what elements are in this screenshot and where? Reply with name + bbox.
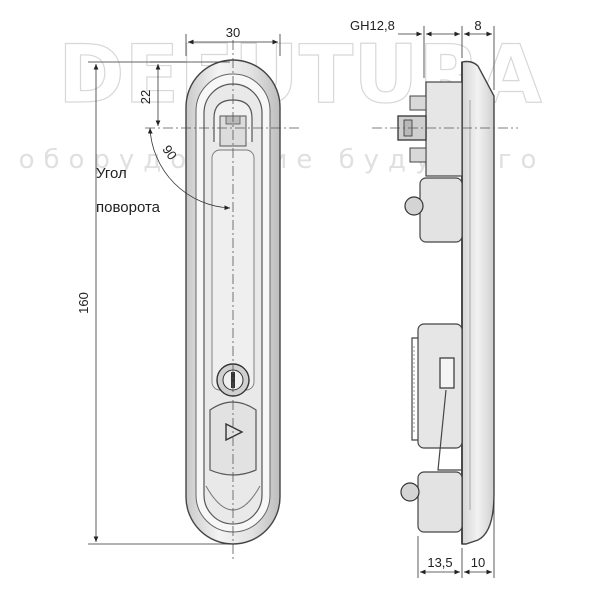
side-plate [461, 60, 495, 545]
bottom-roller [400, 482, 420, 502]
side-dimensions: GH12,8 8 13,5 10 [350, 18, 495, 578]
dim-depth-bottom-b: 10 [471, 555, 485, 570]
latch-tongue [439, 357, 455, 389]
dim-height: 160 [76, 292, 91, 314]
dim-offset-22: 22 [138, 90, 153, 104]
cam-block [419, 177, 463, 243]
top-mechanism [425, 81, 463, 177]
play-arrow-icon [225, 422, 244, 442]
dim-width-top: 30 [226, 25, 240, 40]
dim-depth-top: 8 [474, 18, 481, 33]
note-line2: поворота [96, 199, 161, 216]
rotation-arc [147, 127, 231, 211]
keyhole-icon [231, 372, 235, 388]
side-view [372, 60, 518, 545]
dim-depth-bottom-a: 13,5 [427, 555, 452, 570]
stud-top [409, 95, 427, 111]
stud-bottom [409, 147, 427, 163]
front-dimensions: 30 22 90 Угол поворота 160 [76, 25, 281, 545]
cam-roller [404, 196, 424, 216]
dim-gh: GH12,8 [350, 18, 395, 33]
note-line1: Угол [96, 165, 127, 182]
bottom-block [417, 471, 463, 533]
dim-angle: 90 [159, 142, 180, 162]
